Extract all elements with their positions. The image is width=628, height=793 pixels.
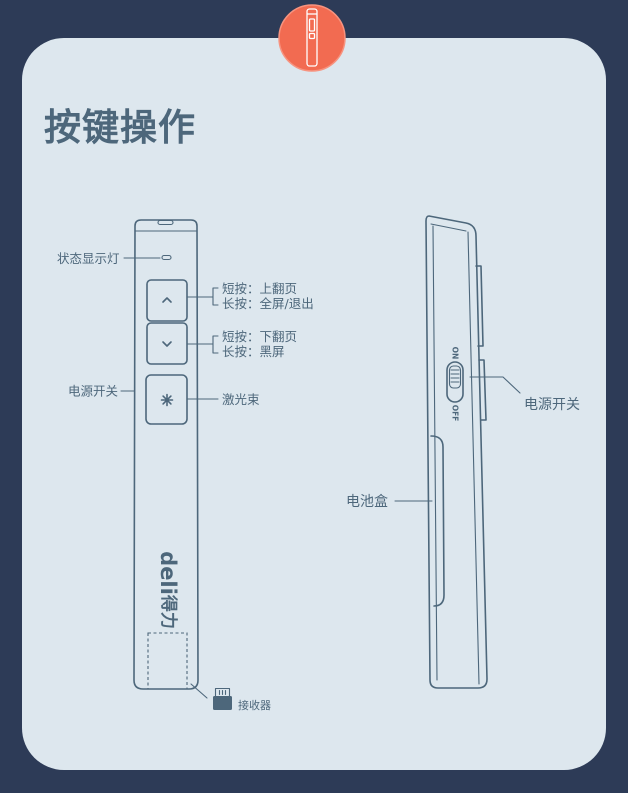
up-long-press-label: 长按：全屏/退出 (222, 296, 314, 311)
chevron-up-icon (162, 297, 172, 303)
down-long-press-label: 长按：黑屏 (222, 344, 285, 359)
switch-on-label: ON (451, 347, 460, 360)
battery-compartment (430, 435, 445, 607)
front-power-label: 电源开关 (68, 384, 118, 399)
lanyard-slot (157, 219, 174, 226)
switch-off-label: OFF (451, 405, 460, 422)
power-switch (446, 361, 464, 403)
side-power-leader-line (469, 376, 521, 394)
usb-receiver-icon (213, 687, 232, 710)
side-laser-button (478, 359, 487, 421)
down-short-press-label: 短按：下翻页 (222, 329, 297, 344)
side-panel-edge (432, 225, 438, 681)
side-power-label: 电源开关 (524, 397, 580, 413)
front-body-outline (133, 219, 199, 690)
brand-logo-latin: deli (156, 551, 180, 595)
receiver-label: 接收器 (238, 698, 271, 712)
side-top-edge (430, 223, 467, 232)
chevron-down-icon (162, 341, 172, 347)
page-up-button (146, 279, 188, 322)
side-view: ON OFF 电源开关 电池盒 (346, 215, 580, 689)
up-button-leader (186, 287, 219, 306)
page-title: 按键操作 (44, 106, 196, 149)
brand-logo-chinese: 得力 (158, 594, 179, 629)
receiver-leader-line (190, 683, 208, 699)
down-button-leader (186, 335, 219, 354)
front-view: 状态显示灯 短按：上翻页 长按：全屏/退出 短按：下翻页 长按：黑屏 激光束 (57, 219, 314, 712)
battery-label: 电池盒 (346, 493, 388, 510)
side-body-outline (425, 215, 488, 689)
starburst-icon (160, 393, 174, 407)
receiver-compartment (147, 632, 188, 690)
brand-logo: deli得力 (156, 551, 180, 629)
laser-label: 激光束 (222, 392, 260, 407)
top-badge (278, 4, 346, 72)
up-short-press-label: 短按：上翻页 (222, 281, 297, 296)
status-led (161, 254, 172, 261)
front-face-edge (467, 231, 480, 685)
presenter-icon (306, 8, 318, 67)
side-page-buttons (475, 265, 484, 347)
led-label: 状态显示灯 (57, 251, 120, 266)
